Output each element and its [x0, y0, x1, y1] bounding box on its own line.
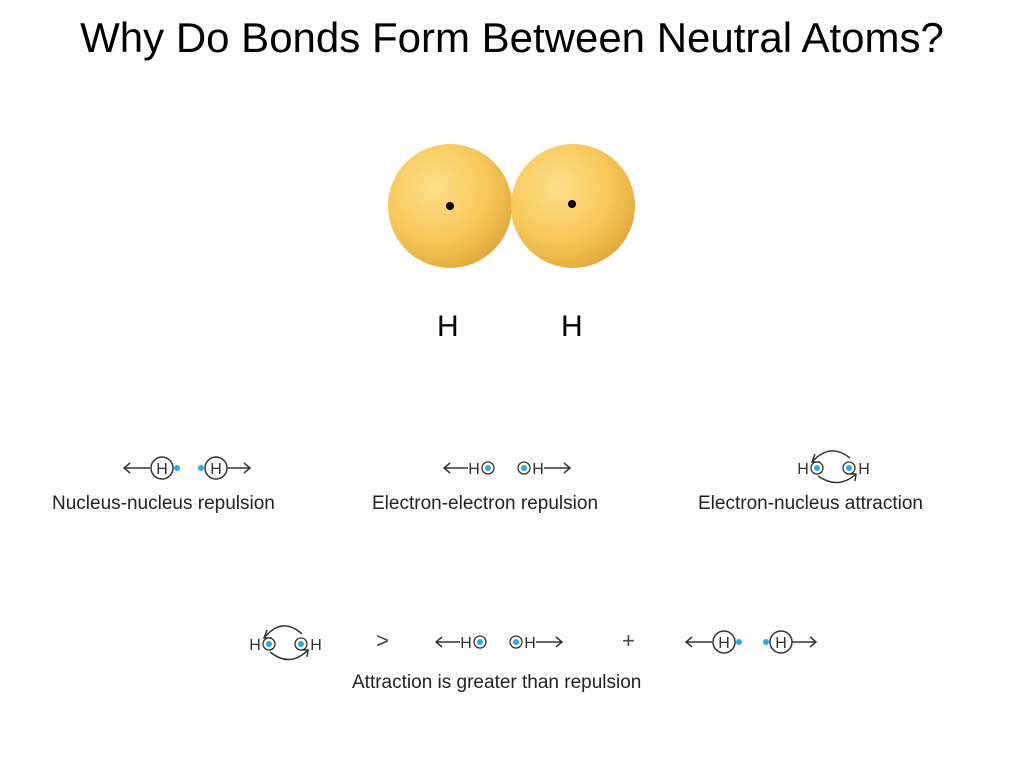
summary-caption: Attraction is greater than repulsion: [352, 672, 642, 693]
greater-than-symbol: >: [376, 628, 389, 653]
summary-electron-repulsion-diagram: H H: [434, 635, 564, 652]
caption-electron-nucleus: Electron-nucleus attraction: [698, 493, 923, 514]
svg-text:H: H: [210, 461, 222, 478]
svg-text:H: H: [156, 461, 168, 478]
electron-nucleus-attraction-diagram: H H: [797, 450, 870, 484]
svg-text:H: H: [858, 461, 870, 478]
svg-text:H: H: [249, 637, 261, 654]
hydrogen-molecule-illustration: [388, 144, 635, 268]
electron-electron-repulsion-diagram: H H: [442, 461, 572, 478]
caption-electron-electron: Electron-electron repulsion: [372, 493, 599, 514]
summary-nucleus-repulsion-diagram: H H: [684, 630, 818, 654]
slide-title: Why Do Bonds Form Between Neutral Atoms?: [80, 14, 944, 61]
plus-symbol: +: [622, 628, 635, 653]
svg-text:H: H: [775, 635, 787, 652]
svg-text:H: H: [718, 635, 730, 652]
left-nucleus: [446, 202, 454, 210]
caption-nucleus-nucleus: Nucleus-nucleus repulsion: [52, 493, 275, 514]
svg-text:H: H: [310, 637, 322, 654]
summary-attraction-diagram: H H: [249, 625, 322, 661]
right-nucleus: [568, 200, 576, 208]
svg-text:H: H: [524, 635, 536, 652]
svg-text:H: H: [532, 461, 544, 478]
svg-text:H: H: [460, 635, 472, 652]
svg-text:H: H: [797, 461, 809, 478]
left-atom-label: H: [437, 310, 459, 343]
nucleus-nucleus-repulsion-diagram: H H: [122, 456, 252, 480]
svg-text:H: H: [468, 461, 480, 478]
right-atom-label: H: [561, 310, 583, 343]
